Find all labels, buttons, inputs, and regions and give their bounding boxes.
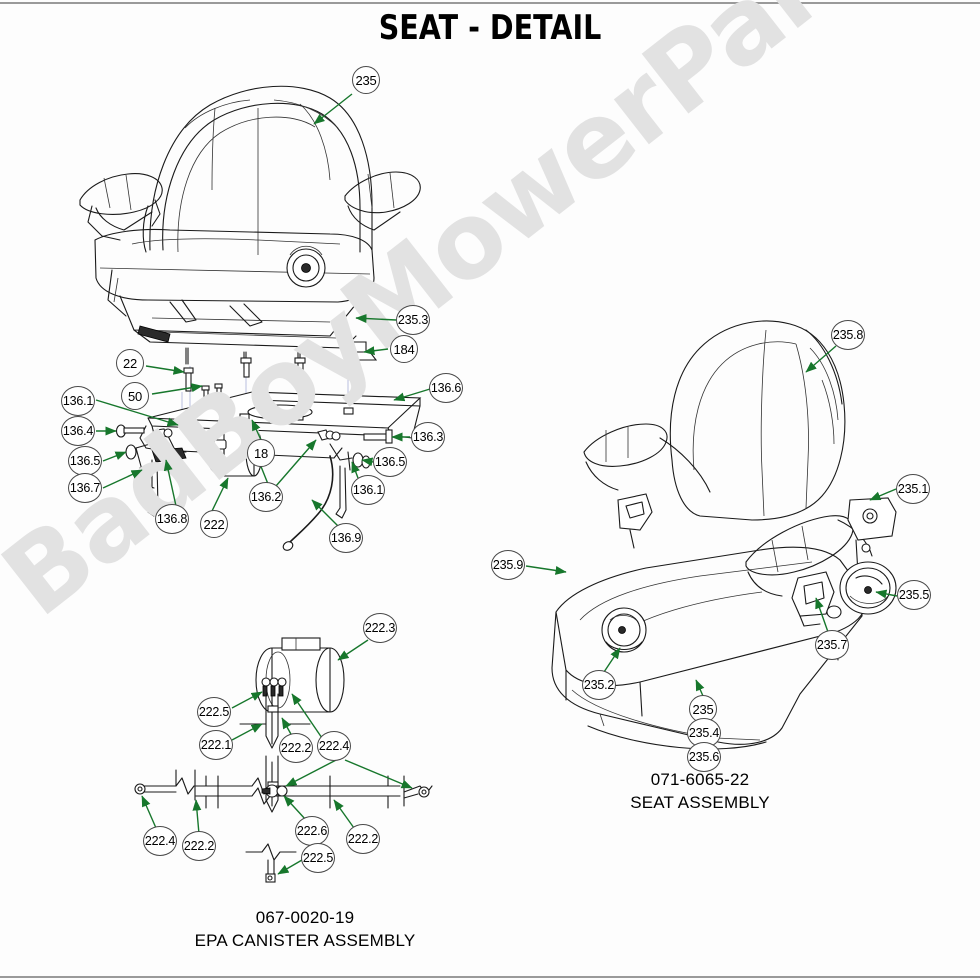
callout-bubble[interactable]: 235.9 <box>491 550 525 580</box>
epa-canister-caption: 067-0020-19 EPA CANISTER ASSEMBLY <box>125 906 485 952</box>
seat-assembly-caption: 071-6065-22 SEAT ASSEMBLY <box>520 768 880 814</box>
canister-222-inline <box>205 427 263 477</box>
bolt-upper-c <box>240 357 252 378</box>
page-title: SEAT - DETAIL <box>378 8 602 48</box>
callout-bubble[interactable]: 136.8 <box>155 504 189 534</box>
callout-bubble[interactable]: 222.2 <box>182 831 216 861</box>
callout-bubble[interactable]: 235.8 <box>831 320 865 350</box>
callout-bubble[interactable]: 235.6 <box>687 742 721 772</box>
callout-bubble[interactable]: 222.5 <box>301 843 335 873</box>
epa-canister-name: EPA CANISTER ASSEMBLY <box>194 931 416 950</box>
callout-bubble[interactable]: 136.1 <box>351 475 385 505</box>
callout-bubble[interactable]: 222.1 <box>199 730 233 760</box>
clip-184 <box>340 341 378 361</box>
callout-bubble[interactable]: 50 <box>121 382 149 410</box>
seat-assembly-part-number: 071-6065-22 <box>650 770 750 789</box>
mounting-plate-group <box>115 341 422 551</box>
seat-assembly-name: SEAT ASSEMBLY <box>630 793 770 812</box>
callout-bubble[interactable]: 235.5 <box>897 580 931 610</box>
callout-bubble[interactable]: 222.4 <box>143 826 177 856</box>
callout-bubble[interactable]: 222.5 <box>197 697 231 727</box>
callout-bubble[interactable]: 22 <box>116 349 144 377</box>
exploded-seat-illustration <box>79 85 421 369</box>
callout-bubble[interactable]: 18 <box>247 439 275 467</box>
callout-bubble[interactable]: 136.1 <box>61 386 95 416</box>
bolt-upper-d <box>294 357 306 378</box>
callout-bubble[interactable]: 136.4 <box>61 416 95 446</box>
callout-bubble[interactable]: 136.3 <box>411 422 445 452</box>
callout-bubble[interactable]: 136.9 <box>329 523 363 553</box>
callout-bubble[interactable]: 222.4 <box>317 731 351 761</box>
callout-bubble[interactable]: 222.6 <box>295 816 329 846</box>
callout-bubble[interactable]: 235.1 <box>896 474 930 504</box>
callout-bubble[interactable]: 235 <box>352 66 380 94</box>
callout-bubble[interactable]: 222.3 <box>363 613 397 643</box>
sheet-bottom-rule <box>0 976 980 978</box>
callout-bubble[interactable]: 235.7 <box>815 630 849 660</box>
callout-bubble[interactable]: 235.3 <box>396 305 430 335</box>
callout-bubble[interactable]: 235.2 <box>582 670 616 700</box>
callout-bubble[interactable]: 136.6 <box>429 373 463 403</box>
canister-fittings <box>261 677 287 697</box>
callout-bubble[interactable]: 136.2 <box>249 482 283 512</box>
sheet-top-rule <box>0 2 980 4</box>
callout-bubble[interactable]: 136.5 <box>68 446 102 476</box>
callout-bubble[interactable]: 184 <box>390 335 418 363</box>
callout-bubble[interactable]: 222.2 <box>279 733 313 763</box>
callout-bubble[interactable]: 222 <box>200 510 228 538</box>
callout-bubble[interactable]: 136.5 <box>373 447 407 477</box>
epa-canister-part-number: 067-0020-19 <box>255 908 355 927</box>
callout-bubble[interactable]: 136.7 <box>68 473 102 503</box>
callout-bubble[interactable]: 222.2 <box>346 824 380 854</box>
